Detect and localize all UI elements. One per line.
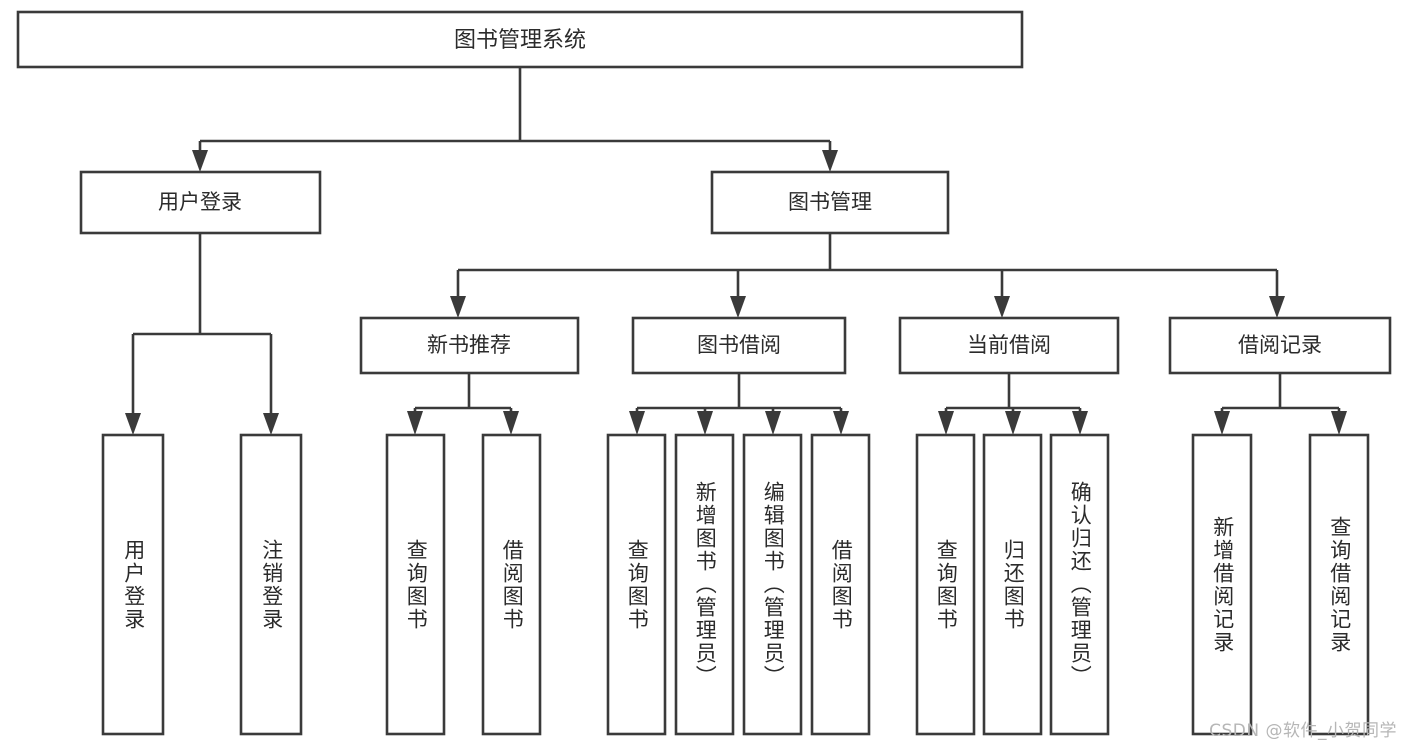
node-user-login[interactable]: 用户登录 bbox=[79, 170, 322, 235]
leaf-box-cb-return-book[interactable] bbox=[982, 433, 1043, 736]
leaf-box-bb-borrow-book[interactable] bbox=[810, 433, 871, 736]
leaf-box-user-login[interactable] bbox=[101, 433, 165, 736]
node-root-label: 图书管理系统 bbox=[454, 28, 586, 53]
node-borrow-record-box[interactable] bbox=[1168, 316, 1392, 375]
node-current-borrow-label: 当前借阅 bbox=[967, 333, 1051, 357]
arrow-head-br-leaf-2 bbox=[1331, 411, 1347, 435]
node-new-book-recommend-box[interactable] bbox=[359, 316, 580, 375]
arrow-head-book-manage bbox=[822, 150, 838, 172]
node-user-login-label: 用户登录 bbox=[158, 190, 242, 214]
node-current-borrow[interactable]: 当前借阅 bbox=[898, 316, 1120, 375]
arrow-head-leaf-user-login bbox=[125, 413, 141, 435]
node-root[interactable]: 图书管理系统 bbox=[16, 10, 1024, 69]
arrow-head-new-book-recommend bbox=[450, 296, 466, 318]
node-root-box[interactable] bbox=[16, 10, 1024, 69]
connector-new-book-recommend-to-leaves bbox=[407, 373, 519, 435]
leaf-box-bb-edit-book[interactable] bbox=[742, 433, 803, 736]
leaf-box-logout[interactable] bbox=[239, 433, 303, 736]
arrow-head-book-borrow bbox=[730, 296, 746, 318]
arrow-head-bb-leaf-4 bbox=[833, 411, 849, 435]
leaf-box-nbr-borrow-book[interactable] bbox=[481, 433, 542, 736]
arrow-head-cb-leaf-2 bbox=[1005, 411, 1021, 435]
arrow-head-user-login bbox=[192, 150, 208, 172]
arrow-head-current-borrow bbox=[994, 296, 1010, 318]
node-new-book-recommend[interactable]: 新书推荐 bbox=[359, 316, 580, 375]
arrow-head-nbr-leaf-2 bbox=[503, 411, 519, 435]
arrow-head-bb-leaf-2 bbox=[697, 411, 713, 435]
arrow-head-bb-leaf-1 bbox=[629, 411, 645, 435]
arrow-head-nbr-leaf-1 bbox=[407, 411, 423, 435]
connector-book-manage-to-level3 bbox=[450, 233, 1285, 318]
leaf-box-cb-confirm-return[interactable] bbox=[1049, 433, 1110, 736]
arrow-head-bb-leaf-3 bbox=[765, 411, 781, 435]
leaf-box-br-query-record[interactable] bbox=[1308, 433, 1370, 736]
leaf-box-bb-add-book[interactable] bbox=[674, 433, 735, 736]
node-borrow-record[interactable]: 借阅记录 bbox=[1168, 316, 1392, 375]
leaf-box-bb-query-book[interactable] bbox=[606, 433, 667, 736]
node-book-borrow-label: 图书借阅 bbox=[697, 333, 781, 357]
node-book-borrow-box[interactable] bbox=[631, 316, 847, 375]
node-current-borrow-box[interactable] bbox=[898, 316, 1120, 375]
connector-borrow-record-to-leaves bbox=[1214, 373, 1347, 435]
node-book-manage-box[interactable] bbox=[710, 170, 950, 235]
connector-current-borrow-to-leaves bbox=[938, 373, 1088, 435]
arrow-head-cb-leaf-3 bbox=[1072, 411, 1088, 435]
leaf-box-br-add-record[interactable] bbox=[1191, 433, 1253, 736]
leaf-box-nbr-query-book[interactable] bbox=[385, 433, 446, 736]
node-borrow-record-label: 借阅记录 bbox=[1238, 333, 1322, 357]
arrow-head-cb-leaf-1 bbox=[938, 411, 954, 435]
connector-book-borrow-to-leaves bbox=[629, 373, 849, 435]
csdn-watermark: CSDN @软件_小贺同学 bbox=[1209, 721, 1397, 741]
node-book-manage[interactable]: 图书管理 bbox=[710, 170, 950, 235]
node-book-manage-label: 图书管理 bbox=[788, 190, 872, 214]
arrow-head-br-leaf-1 bbox=[1214, 411, 1230, 435]
connector-user-login-to-leaves bbox=[125, 233, 279, 435]
node-new-book-recommend-label: 新书推荐 bbox=[427, 333, 511, 357]
arrow-head-leaf-logout bbox=[263, 413, 279, 435]
leaf-box-cb-query-book[interactable] bbox=[915, 433, 976, 736]
connector-root-to-level2 bbox=[192, 67, 838, 172]
arrow-head-borrow-record bbox=[1269, 296, 1285, 318]
node-book-borrow[interactable]: 图书借阅 bbox=[631, 316, 847, 375]
